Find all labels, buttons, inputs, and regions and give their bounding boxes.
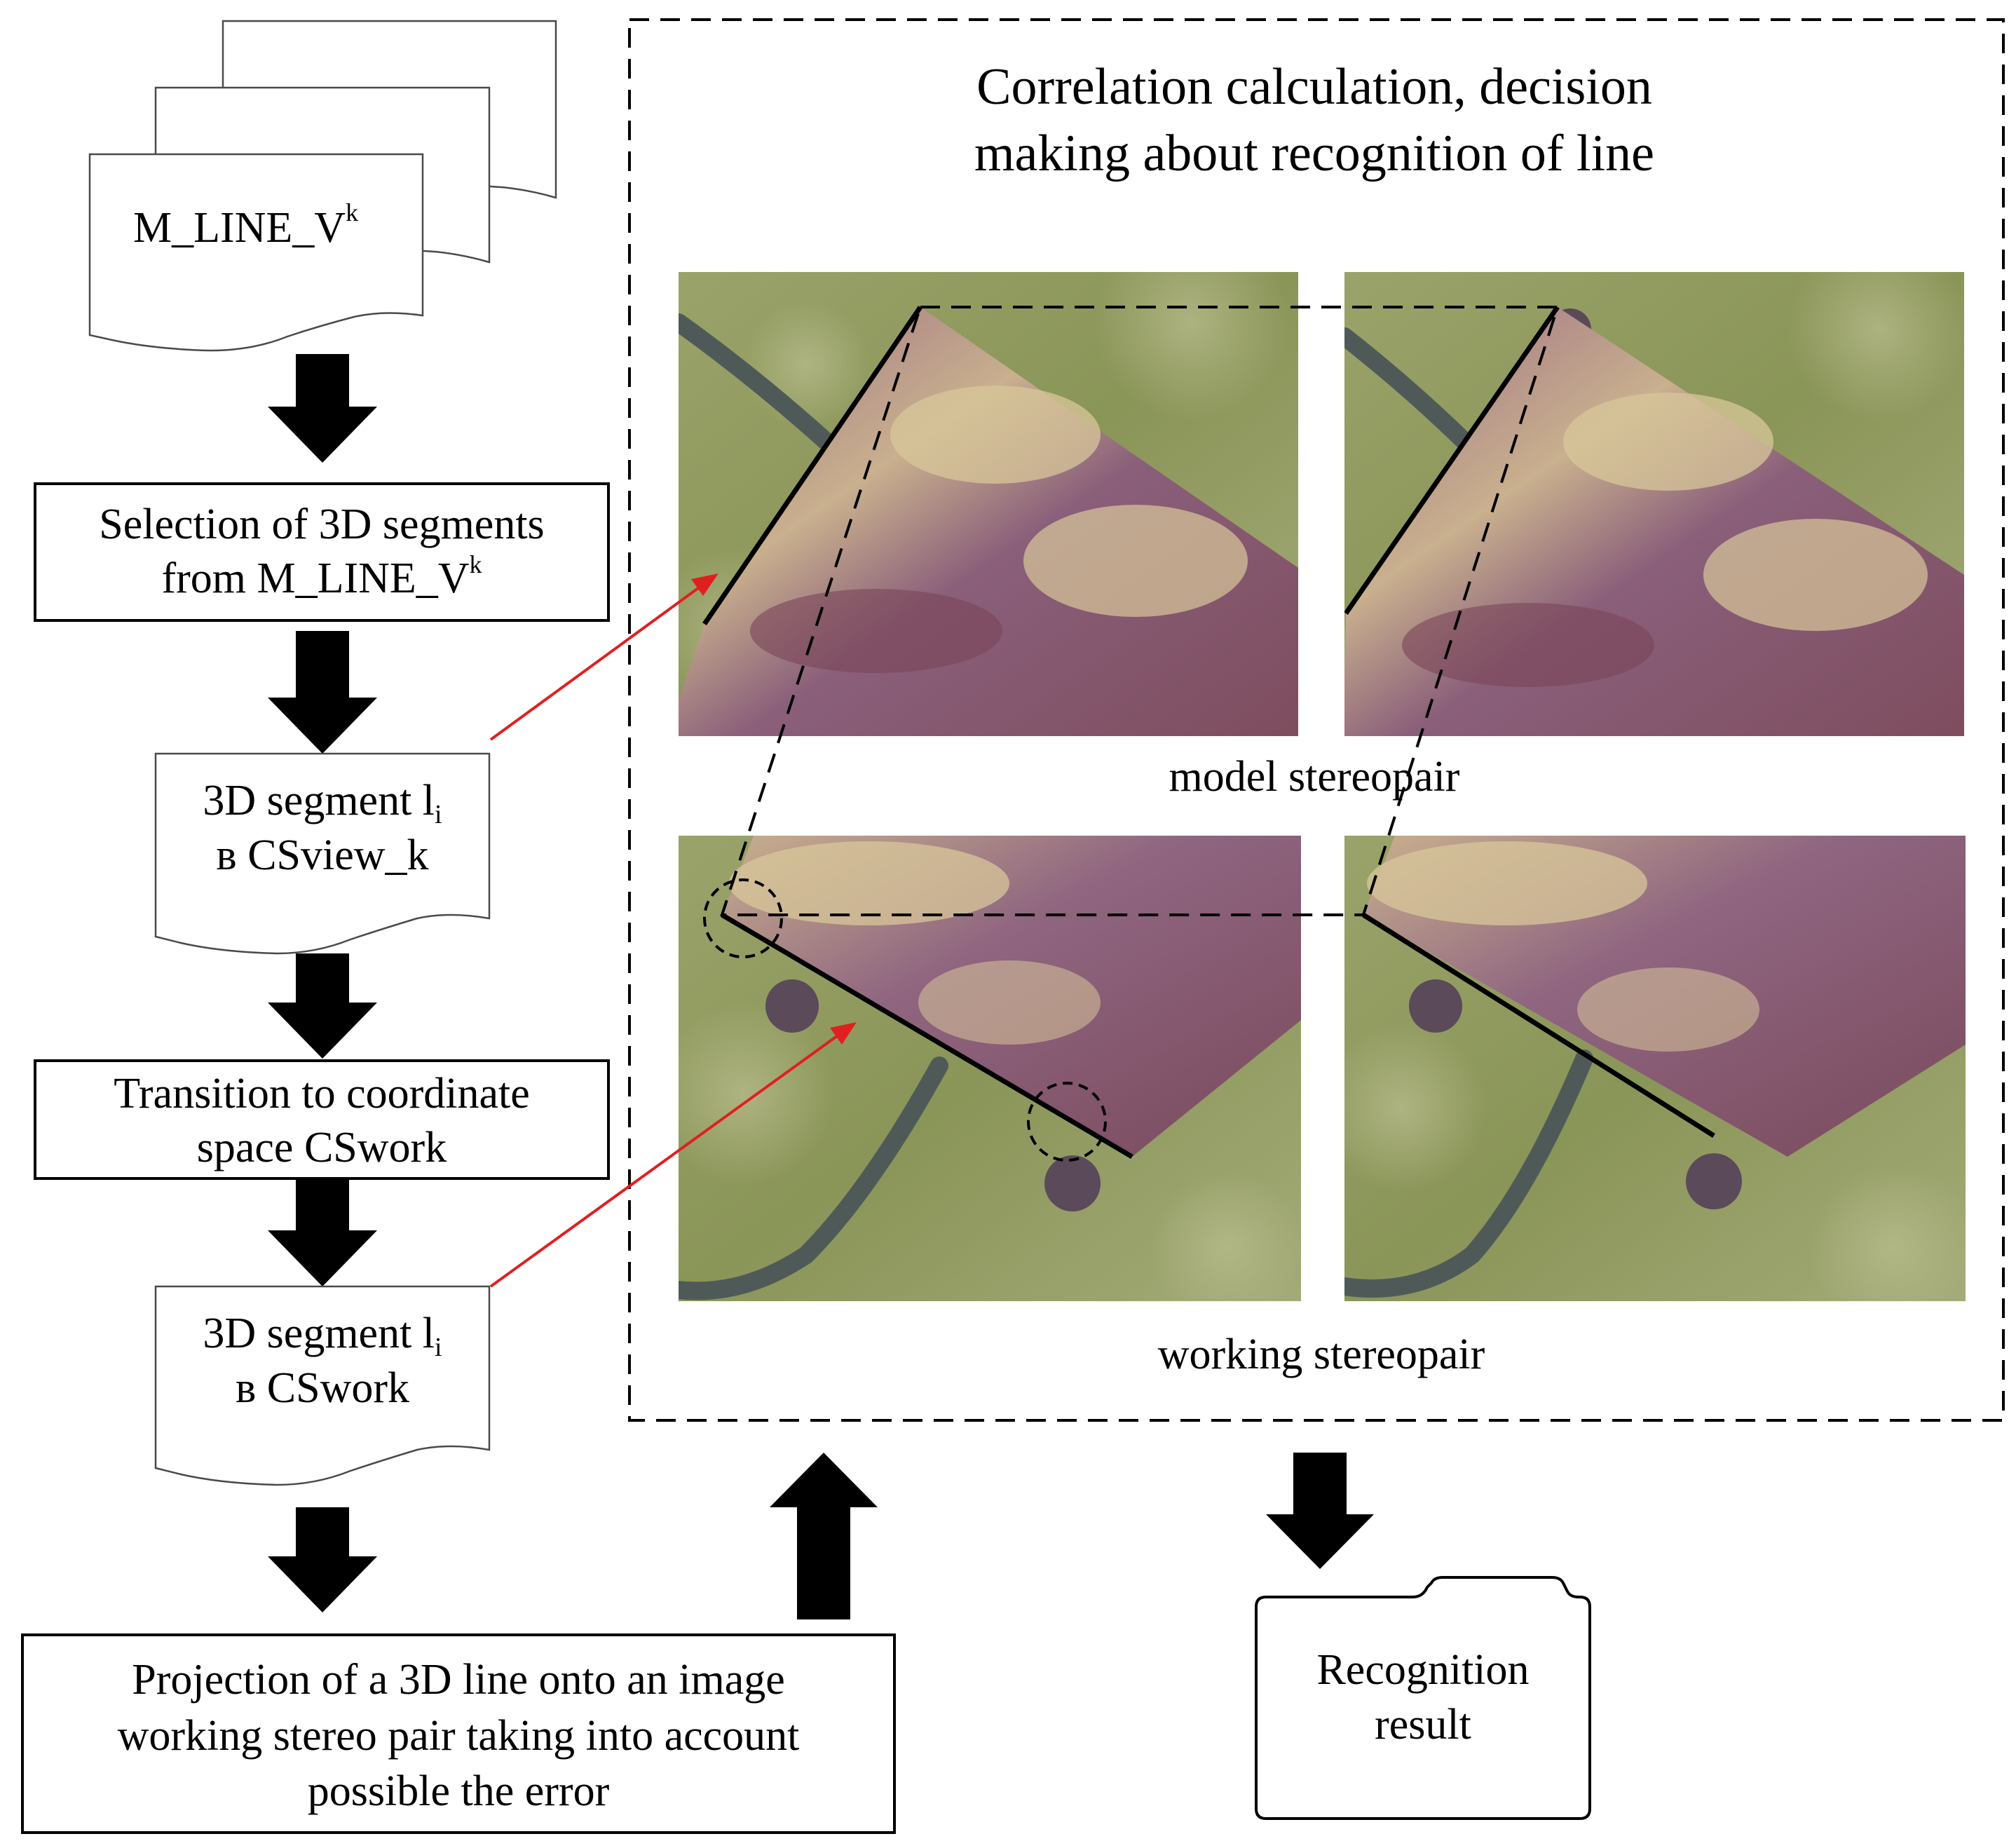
transition-box-line1: Transition to coordinate bbox=[114, 1070, 530, 1117]
model-image-right bbox=[1344, 272, 1964, 736]
working-image-right bbox=[1344, 836, 1966, 1301]
working-stereopair-caption: working stereopair bbox=[1158, 1331, 1485, 1378]
epipolar-dashed-quad bbox=[720, 306, 1560, 916]
projection-box: Projection of a 3D line onto an image wo… bbox=[21, 1633, 896, 1834]
working-image-left bbox=[679, 836, 1301, 1301]
projection-box-line1: Projection of a 3D line onto an image bbox=[132, 1656, 784, 1704]
result-line1: Recognition bbox=[1316, 1646, 1529, 1694]
selection-box-line1: Selection of 3D segments bbox=[99, 501, 544, 548]
result-line2: result bbox=[1375, 1701, 1471, 1748]
correlation-frame bbox=[628, 18, 2005, 1422]
model-stereopair-caption: model stereopair bbox=[1169, 753, 1460, 801]
correlation-title-line2: making about recognition of line bbox=[974, 125, 1654, 182]
down-arrow-4 bbox=[268, 1178, 377, 1286]
down-arrow-5 bbox=[268, 1507, 377, 1612]
segment-work-line1: 3D segment li bbox=[203, 1310, 442, 1362]
transition-box: Transition to coordinate space CSwork bbox=[34, 1059, 610, 1180]
document-stack-label: M_LINE_Vk bbox=[133, 198, 358, 252]
segment-work-document: 3D segment li в CSwork bbox=[154, 1285, 491, 1486]
model-image-left bbox=[679, 272, 1298, 736]
selection-box: Selection of 3D segments from M_LINE_Vk bbox=[34, 482, 610, 622]
correlation-title-line1: Correlation calculation, decision bbox=[976, 58, 1652, 116]
segment-work-line2: в CSwork bbox=[236, 1364, 409, 1412]
document-stack: M_LINE_Vk bbox=[88, 20, 557, 352]
down-arrow-3 bbox=[268, 953, 377, 1059]
down-arrow-result bbox=[1266, 1453, 1374, 1569]
red-connector-2 bbox=[489, 1022, 857, 1288]
up-arrow bbox=[770, 1453, 878, 1619]
segment-view-line2: в CSview_k bbox=[216, 831, 428, 879]
down-arrow-2 bbox=[268, 631, 377, 754]
recognition-result-folder: Recognition result bbox=[1255, 1576, 1591, 1820]
projection-box-line2: working stereo pair taking into account bbox=[118, 1712, 800, 1760]
segment-view-line1: 3D segment li bbox=[203, 777, 442, 829]
selection-box-line2: from M_LINE_Vk bbox=[161, 550, 482, 602]
document-front bbox=[88, 153, 424, 352]
segment-view-document: 3D segment li в CSview_k bbox=[154, 752, 491, 955]
red-connector-1 bbox=[489, 573, 718, 741]
down-arrow-1 bbox=[268, 354, 377, 463]
projection-box-line3: possible the error bbox=[308, 1767, 610, 1815]
transition-box-line2: space CSwork bbox=[197, 1124, 447, 1171]
